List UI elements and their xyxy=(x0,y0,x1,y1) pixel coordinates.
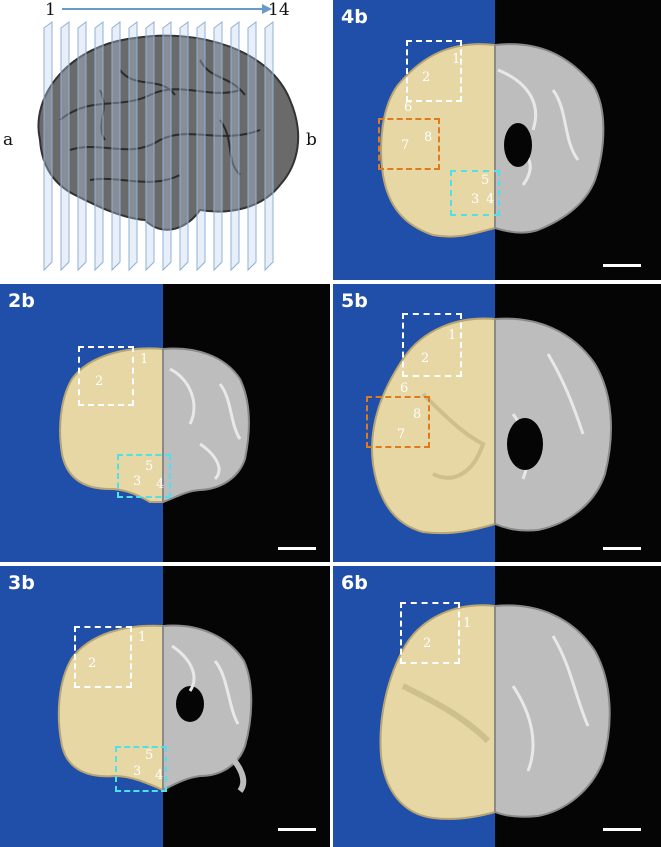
panel-label: 4b xyxy=(341,6,368,28)
marker-2: 2 xyxy=(423,636,432,651)
marker-5: 5 xyxy=(481,173,490,188)
axis-arrow xyxy=(37,4,300,272)
panel-6b: 6b 1 2 xyxy=(333,566,661,847)
marker-3: 3 xyxy=(133,764,142,779)
region-box-white xyxy=(74,626,132,688)
region-box-cyan xyxy=(450,170,500,216)
region-box-orange xyxy=(366,396,430,448)
region-box-white xyxy=(406,40,462,102)
marker-1: 1 xyxy=(138,630,147,645)
panel-label: 3b xyxy=(8,572,35,594)
marker-3: 3 xyxy=(133,474,142,489)
marker-7: 7 xyxy=(397,427,406,442)
marker-8: 8 xyxy=(413,407,422,422)
marker-3: 3 xyxy=(471,192,480,207)
marker-2: 2 xyxy=(88,656,97,671)
scale-bar xyxy=(603,264,641,267)
marker-5: 5 xyxy=(145,748,154,763)
marker-8: 8 xyxy=(424,130,433,145)
axis-start-label: 1 xyxy=(45,0,56,20)
region-box-orange xyxy=(378,118,440,170)
side-b-label: b xyxy=(306,130,317,150)
marker-4: 4 xyxy=(156,477,165,492)
region-box-cyan xyxy=(117,454,171,498)
panel-4b: 4b 1 2 6 7 8 5 3 4 xyxy=(333,0,661,280)
marker-2: 2 xyxy=(422,70,431,85)
axis-end-label: 14 xyxy=(268,0,290,20)
scale-bar xyxy=(603,828,641,831)
marker-5: 5 xyxy=(145,459,154,474)
slice-planes xyxy=(43,21,274,272)
region-box-cyan xyxy=(115,746,167,792)
marker-4: 4 xyxy=(155,768,164,783)
brain-slice-image xyxy=(59,347,250,504)
side-a-label: a xyxy=(3,130,14,150)
panel-label: 5b xyxy=(341,290,368,312)
marker-1: 1 xyxy=(140,352,149,367)
region-box-white xyxy=(400,602,460,664)
panel-label: 6b xyxy=(341,572,368,594)
marker-2: 2 xyxy=(421,351,430,366)
scale-bar xyxy=(603,547,641,550)
marker-6: 6 xyxy=(404,100,413,115)
marker-2: 2 xyxy=(95,374,104,389)
region-box-white xyxy=(402,313,462,377)
region-box-white xyxy=(78,346,134,406)
overview-panel: 1 14 a b xyxy=(0,0,330,280)
brain-slice-image xyxy=(57,624,253,793)
panel-label: 2b xyxy=(8,290,35,312)
marker-6: 6 xyxy=(400,381,409,396)
scale-bar xyxy=(278,547,316,550)
panel-5b: 5b 1 2 6 8 7 xyxy=(333,284,661,562)
marker-7: 7 xyxy=(401,138,410,153)
marker-1: 1 xyxy=(452,52,461,67)
marker-1: 1 xyxy=(448,328,457,343)
marker-1: 1 xyxy=(463,616,472,631)
brain-slice-image xyxy=(379,604,611,820)
scale-bar xyxy=(278,828,316,831)
marker-4: 4 xyxy=(486,192,495,207)
panel-3b: 3b 1 2 5 3 4 xyxy=(0,566,330,847)
panel-2b: 2b 1 2 5 3 4 xyxy=(0,284,330,562)
